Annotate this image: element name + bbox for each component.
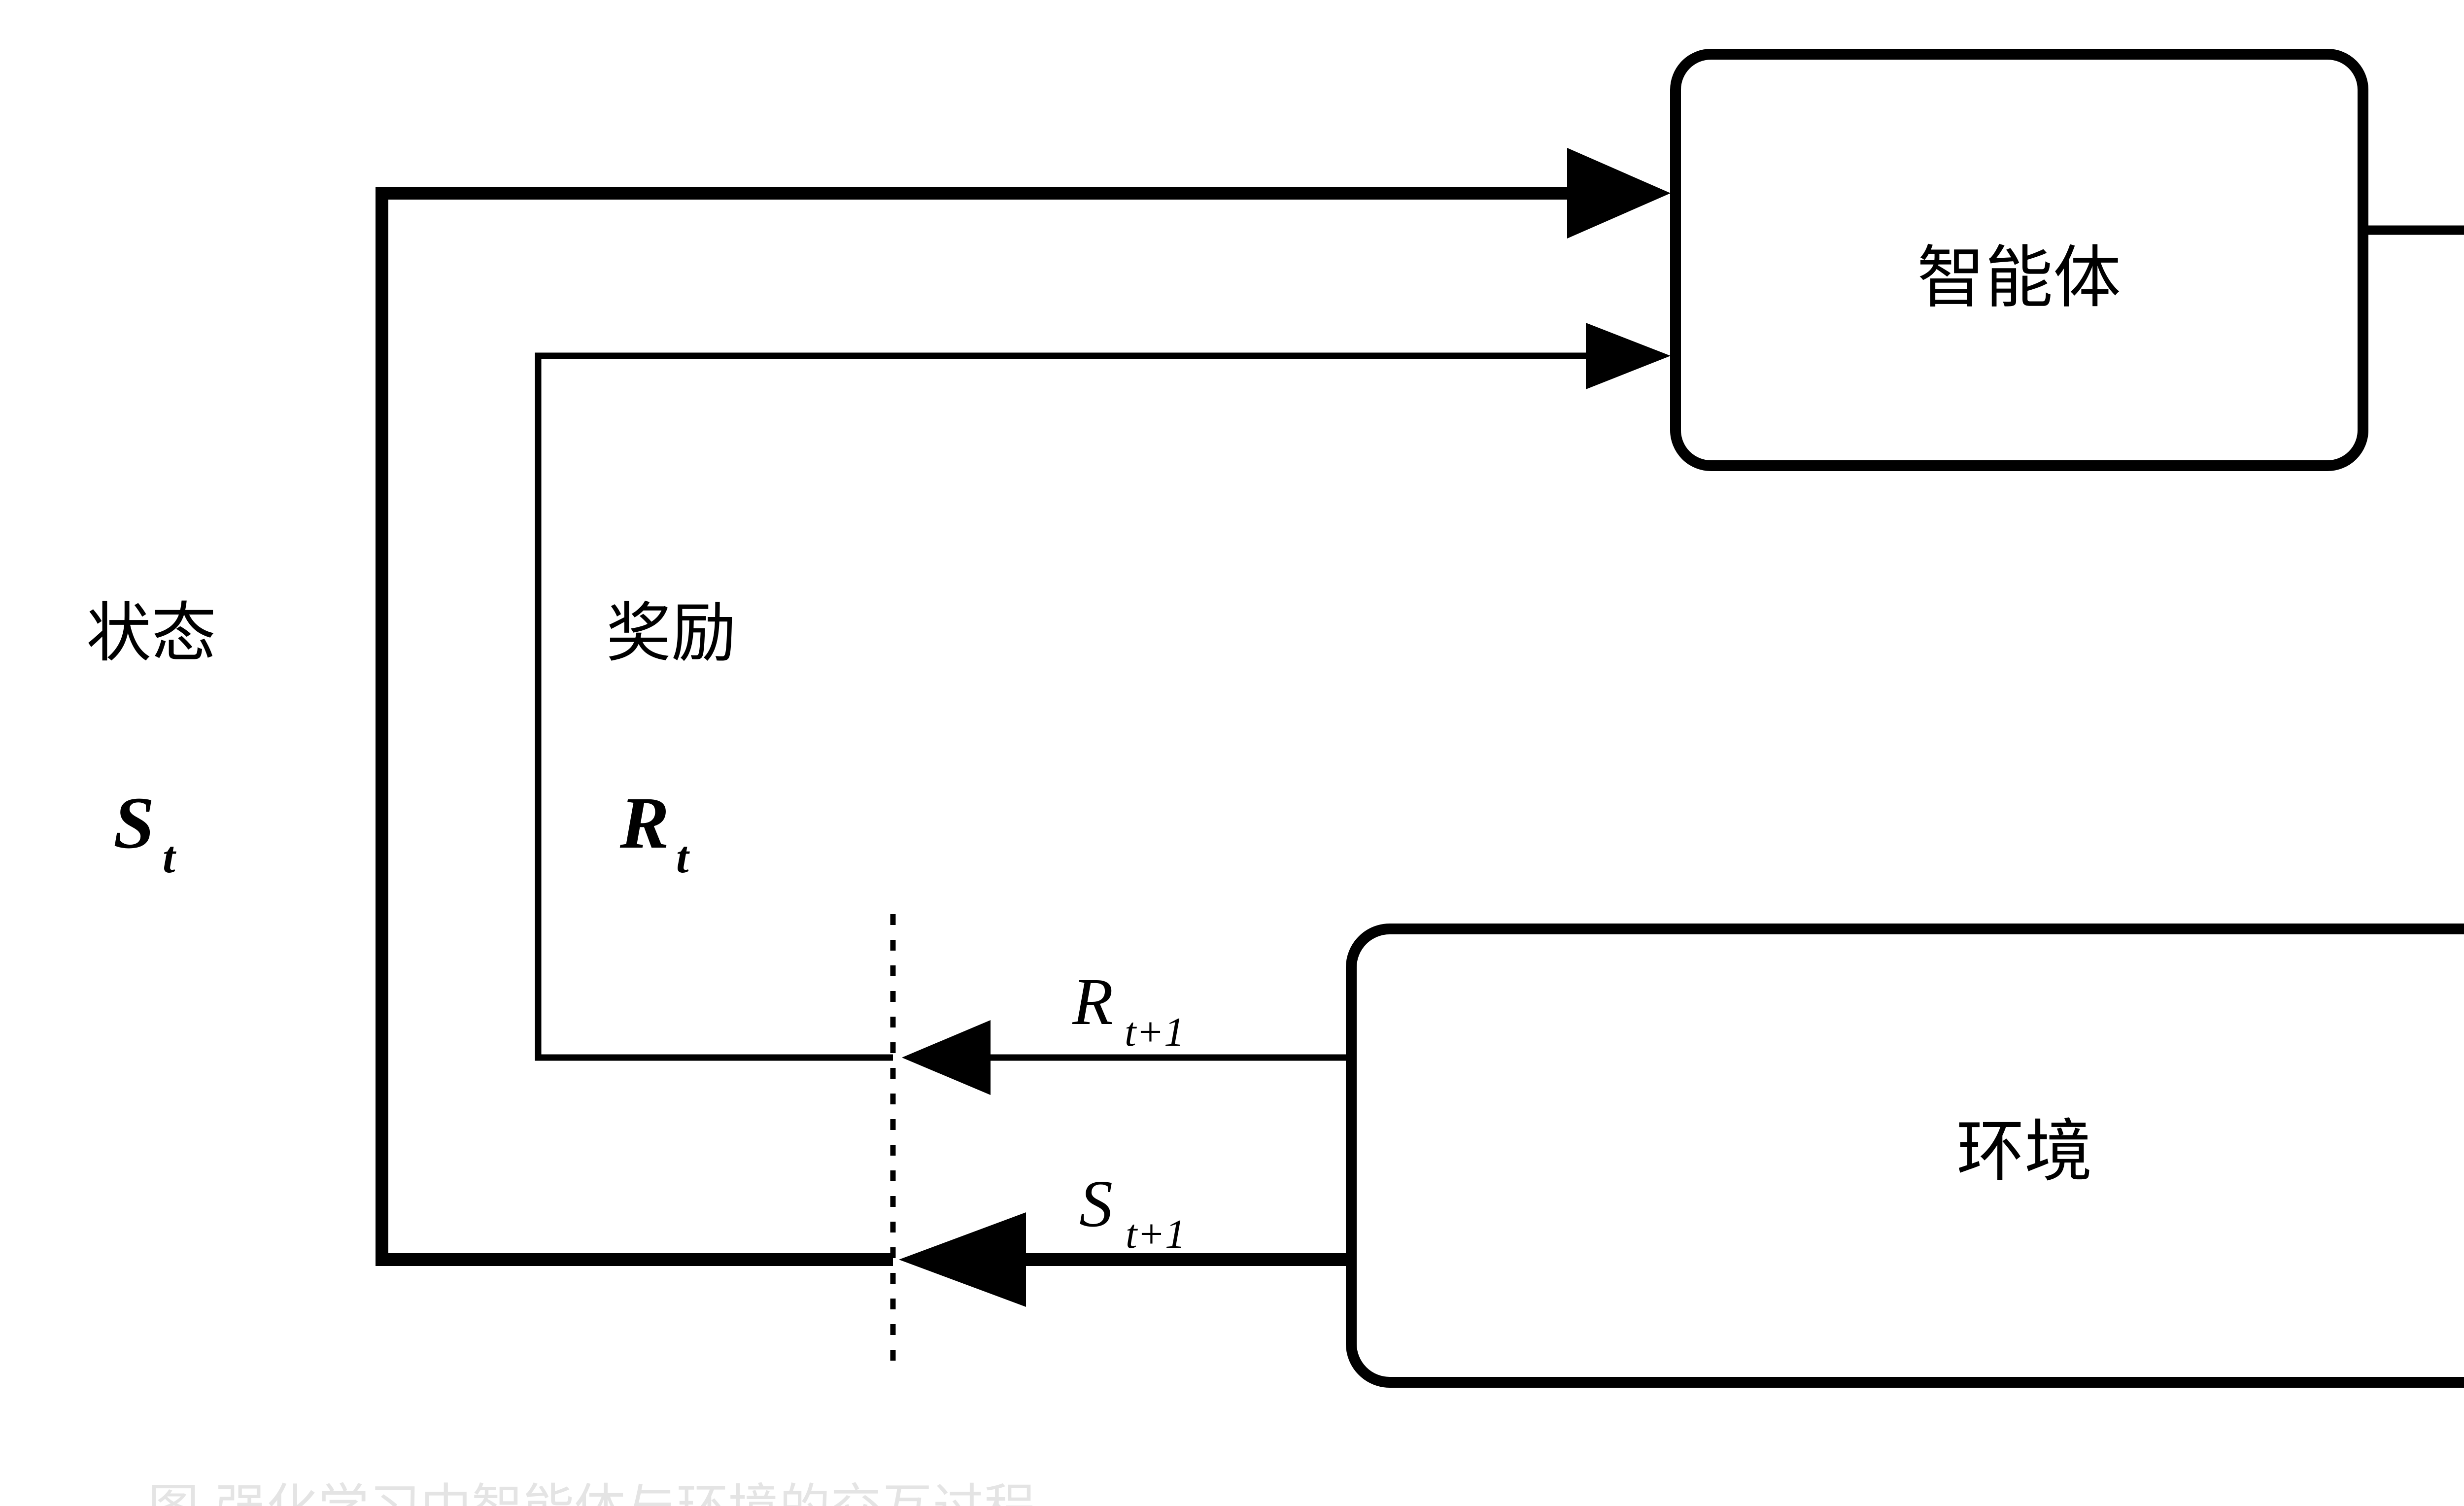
state-label-cn: 状态 (86, 595, 216, 671)
agent-box-shape[interactable] (1670, 49, 2368, 471)
edge-state-next (899, 1212, 1351, 1307)
state-symbol-subscript: t (163, 832, 176, 882)
reward-polyline (535, 352, 1626, 1061)
environment-box-shape[interactable] (1346, 924, 2464, 1388)
state-polyline (376, 187, 1626, 1266)
reward-next-subscript: t+1 (1125, 1009, 1185, 1055)
state-arrowhead-icon (1567, 148, 1671, 239)
reward-label-cn: 奖励 (606, 595, 736, 671)
state-next-symbol: S (1079, 1167, 1113, 1241)
label-reward-next: R t+1 (1072, 965, 1185, 1055)
reward-symbol: R (619, 782, 669, 864)
reward-arrowhead-icon (1586, 323, 1671, 389)
reward-symbol-subscript: t (676, 832, 690, 882)
edge-reward-path (535, 323, 1671, 1061)
edge-reward-next (902, 1020, 1351, 1095)
node-agent[interactable]: 智能体 (1670, 49, 2368, 471)
label-state: 状态 S t (86, 595, 216, 882)
node-environment[interactable]: 环境 (1346, 924, 2464, 1388)
state-symbol: S (113, 782, 154, 864)
label-reward: 奖励 R t (606, 595, 736, 882)
figure-caption: 图 强化学习中智能体与环境的交互过程 (148, 1482, 1774, 1506)
state-next-subscript: t+1 (1126, 1211, 1186, 1257)
edge-state-path (376, 148, 1671, 1266)
reward-next-symbol: R (1072, 965, 1113, 1039)
environment-box-label: 环境 (1956, 1112, 2092, 1191)
reward-next-arrowhead-icon (902, 1020, 991, 1095)
label-state-next: S t+1 (1079, 1167, 1186, 1257)
state-next-arrowhead-icon (899, 1212, 1026, 1307)
agent-box-label: 智能体 (1917, 238, 2121, 317)
